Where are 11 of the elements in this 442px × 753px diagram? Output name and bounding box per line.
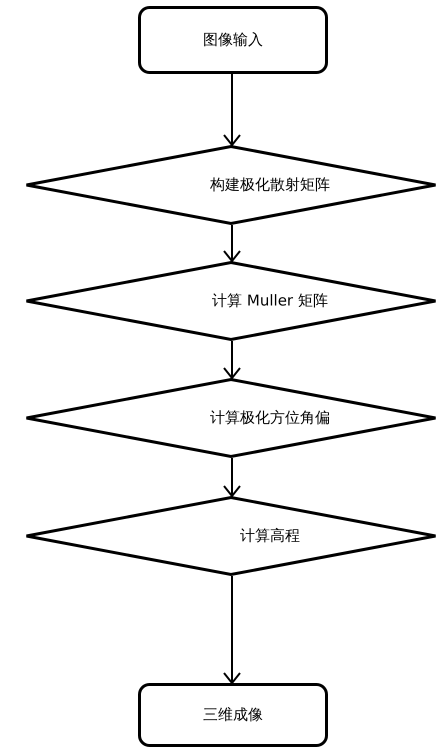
arrow xyxy=(223,74,241,146)
arrow xyxy=(223,225,241,262)
node-label: 三维成像 xyxy=(203,706,263,724)
node-label: 计算 Muller 矩阵 xyxy=(212,292,328,310)
node-label: 图像输入 xyxy=(203,30,263,50)
node-label: 构建极化散射矩阵 xyxy=(210,176,330,194)
arrow xyxy=(223,341,241,379)
node-label: 计算极化方位角偏 xyxy=(210,408,330,428)
node-label: 计算高程 xyxy=(240,526,300,546)
arrow xyxy=(223,458,241,497)
arrow xyxy=(223,576,241,684)
